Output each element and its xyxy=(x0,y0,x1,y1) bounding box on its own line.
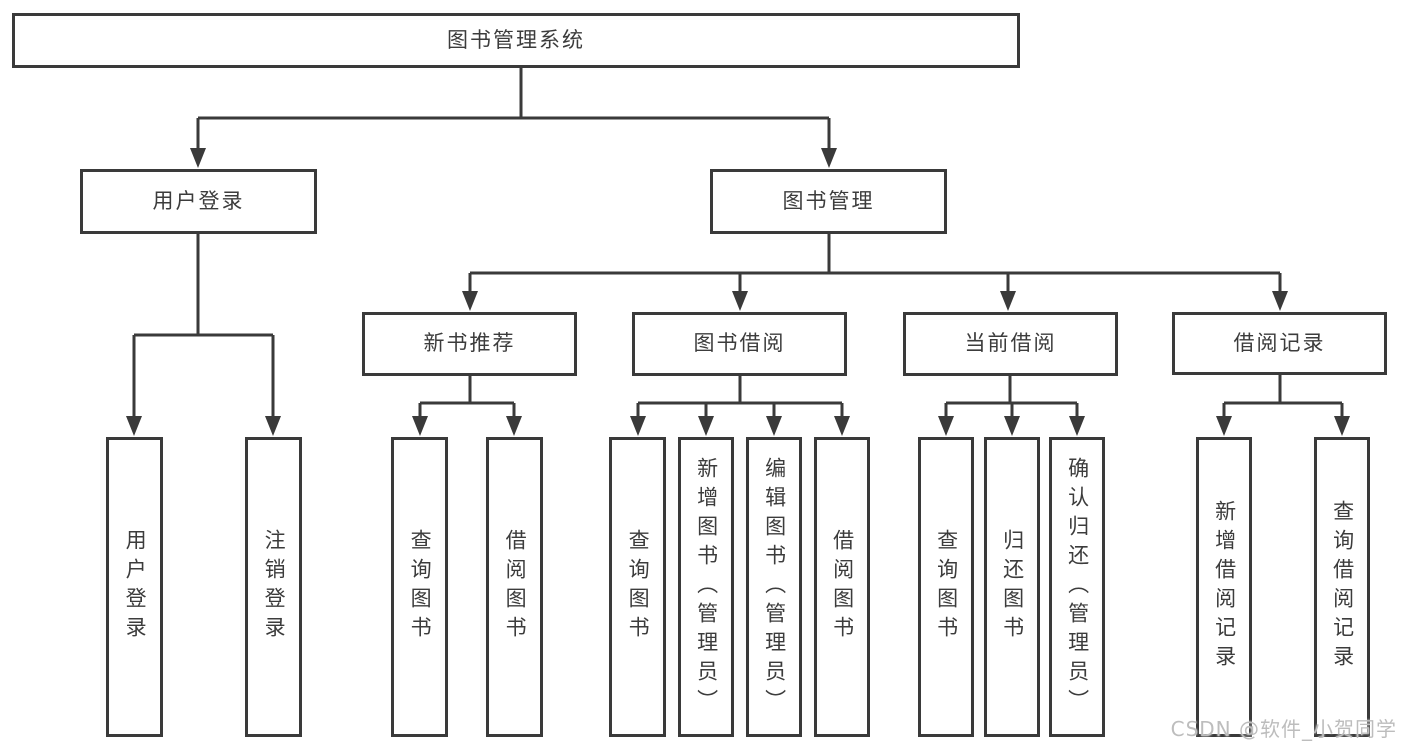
node-library-system-label: 图书管理系统 xyxy=(447,27,585,52)
node-book-borrow-label: 图书借阅 xyxy=(693,331,786,356)
leaf-add-borrow-record-label: 新增借阅记录 xyxy=(1212,500,1237,674)
leaf-user-login-label: 用户登录 xyxy=(123,529,148,645)
leaf-logout: 注销登录 xyxy=(245,437,302,737)
node-current-borrow-label: 当前借阅 xyxy=(964,331,1057,356)
leaf-user-login: 用户登录 xyxy=(106,437,163,737)
leaf-add-book-admin: 新增图书（管理员） xyxy=(678,437,734,737)
node-book-management-label: 图书管理 xyxy=(782,188,875,213)
node-user-login: 用户登录 xyxy=(80,169,317,234)
node-book-management: 图书管理 xyxy=(710,169,947,234)
leaf-return-book: 归还图书 xyxy=(984,437,1040,737)
leaf-query-book-2-label: 查询图书 xyxy=(626,529,651,645)
node-current-borrow: 当前借阅 xyxy=(903,312,1118,376)
leaf-logout-label: 注销登录 xyxy=(262,529,287,645)
leaf-query-borrow-record: 查询借阅记录 xyxy=(1314,437,1370,737)
node-new-book-recommend-label: 新书推荐 xyxy=(423,331,516,356)
node-new-book-recommend: 新书推荐 xyxy=(362,312,577,376)
leaf-edit-book-admin: 编辑图书（管理员） xyxy=(746,437,802,737)
leaf-add-borrow-record: 新增借阅记录 xyxy=(1196,437,1252,737)
leaf-borrow-book-1-label: 借阅图书 xyxy=(503,529,528,645)
node-library-system: 图书管理系统 xyxy=(12,13,1020,68)
leaf-borrow-book-2-label: 借阅图书 xyxy=(830,529,855,645)
node-borrow-record: 借阅记录 xyxy=(1172,312,1387,375)
leaf-query-book-1: 查询图书 xyxy=(391,437,448,737)
leaf-confirm-return-admin: 确认归还（管理员） xyxy=(1049,437,1105,737)
leaf-add-book-admin-label: 新增图书（管理员） xyxy=(694,456,719,718)
leaf-edit-book-admin-label: 编辑图书（管理员） xyxy=(762,456,787,718)
node-user-login-label: 用户登录 xyxy=(152,188,245,213)
leaf-borrow-book-2: 借阅图书 xyxy=(814,437,870,737)
leaf-confirm-return-admin-label: 确认归还（管理员） xyxy=(1065,456,1090,718)
leaf-query-book-3: 查询图书 xyxy=(918,437,974,737)
leaf-query-book-3-label: 查询图书 xyxy=(934,529,959,645)
leaf-borrow-book-1: 借阅图书 xyxy=(486,437,543,737)
node-borrow-record-label: 借阅记录 xyxy=(1233,330,1326,355)
leaf-return-book-label: 归还图书 xyxy=(1000,529,1025,645)
leaf-query-book-2: 查询图书 xyxy=(609,437,666,737)
node-book-borrow: 图书借阅 xyxy=(632,312,847,376)
csdn-watermark: CSDN @软件_小贺同学 xyxy=(1170,717,1397,741)
leaf-query-book-1-label: 查询图书 xyxy=(408,529,433,645)
arrowheads xyxy=(126,148,1350,436)
leaf-query-borrow-record-label: 查询借阅记录 xyxy=(1330,500,1355,674)
